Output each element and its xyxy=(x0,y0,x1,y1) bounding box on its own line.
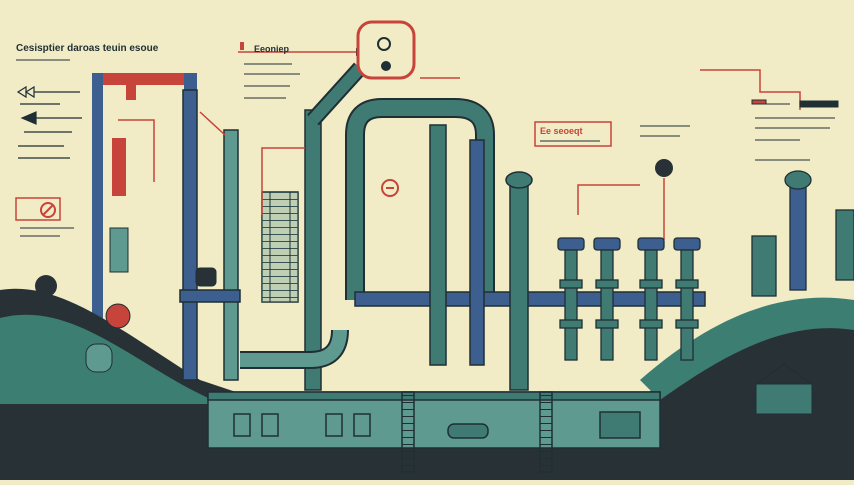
callout-mid: Ee seoeqt xyxy=(534,121,690,147)
gauge-marker xyxy=(381,179,399,197)
right-tower xyxy=(751,170,854,297)
tree-icon xyxy=(35,275,57,306)
annotation-lines xyxy=(118,51,801,240)
valve-column-1 xyxy=(557,237,585,361)
control-hub xyxy=(356,20,416,80)
left-legend xyxy=(16,85,82,159)
no-entry-icon xyxy=(40,202,56,218)
valve-column-2 xyxy=(593,237,621,361)
callout-top-label: Eeoniep xyxy=(254,44,290,54)
valve-column-3 xyxy=(637,237,665,361)
main-pipework xyxy=(179,62,706,391)
red-tank xyxy=(105,303,131,329)
right-shed xyxy=(754,363,814,415)
base-building xyxy=(207,391,661,473)
vertical-riser xyxy=(109,227,129,273)
diagram-title: Cesisptier daroas teuin esoue xyxy=(16,43,159,54)
warning-legend xyxy=(15,197,74,237)
right-annotations xyxy=(751,99,839,161)
title-block: Cesisptier daroas teuin esoue xyxy=(16,43,159,61)
callout-top: Eeoniep xyxy=(240,42,300,99)
gauge-icon xyxy=(381,179,399,197)
gear-icon xyxy=(377,37,391,51)
left-small-tank xyxy=(85,267,217,373)
valve-column-4 xyxy=(673,237,701,361)
indicator-light xyxy=(655,159,673,177)
callout-mid-label: Ee seoeqt xyxy=(540,126,583,136)
ladder-unit xyxy=(261,191,299,303)
